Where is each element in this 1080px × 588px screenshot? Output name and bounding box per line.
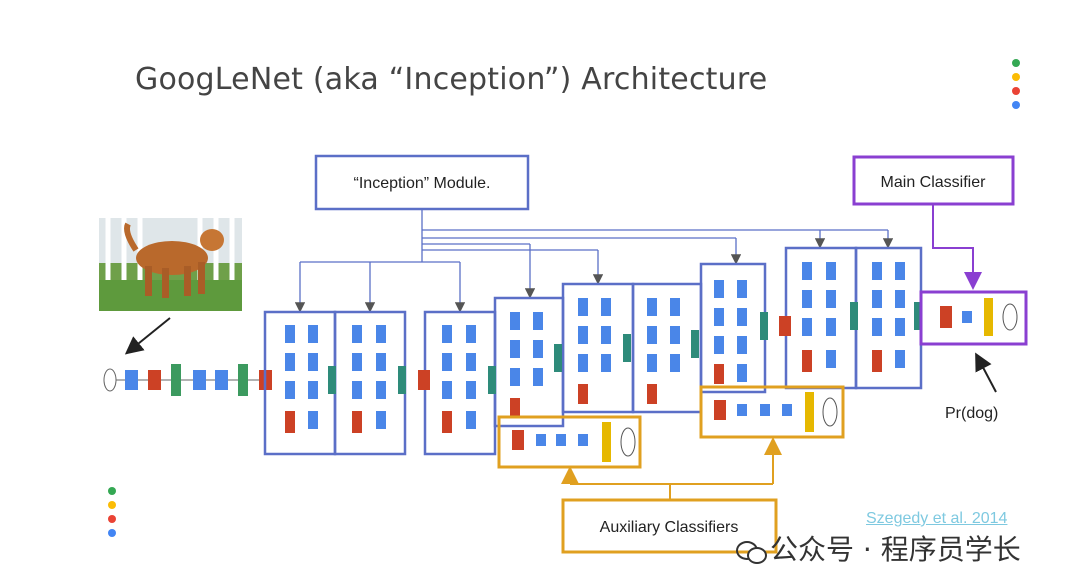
stem-layers [103,364,272,396]
main-classifier-arrow [932,205,982,290]
accent-dot [1012,59,1020,67]
inception-connectors [294,209,894,313]
auxiliary-classifier-2 [699,385,845,439]
dog-photo [99,218,242,311]
inception-module-label: “Inception” Module. [354,175,491,192]
prediction-arrow [975,352,997,393]
accent-dot [108,515,116,523]
wechat-icon [736,539,767,564]
citation-link[interactable]: Szegedy et al. 2014 [866,510,1008,527]
main-classifier-label-box [852,155,1015,206]
accent-dot [108,529,116,537]
accent-dot [1012,73,1020,81]
accent-dot [108,487,116,495]
prediction-label: Pr(dog) [945,405,998,422]
main-classifier-block [919,290,1028,346]
inception-module-boxes [263,246,923,456]
accent-dot [1012,101,1020,109]
input-arrow [124,317,171,355]
watermark-text: 公众号 · 程序员学长 [770,533,1021,566]
auxiliary-connectors [561,437,782,499]
page-title: GoogLeNet (aka “Inception”) Architecture [135,62,768,97]
main-classifier-label: Main Classifier [881,174,987,191]
accent-dot [1012,87,1020,95]
inception-internals [285,262,922,433]
watermark: 公众号 · 程序员学长 [736,528,1021,568]
auxiliary-classifier-1 [497,415,642,469]
inception-module-label-box [314,154,530,211]
auxiliary-classifiers-label: Auxiliary Classifiers [600,519,739,536]
accent-dot [108,501,116,509]
